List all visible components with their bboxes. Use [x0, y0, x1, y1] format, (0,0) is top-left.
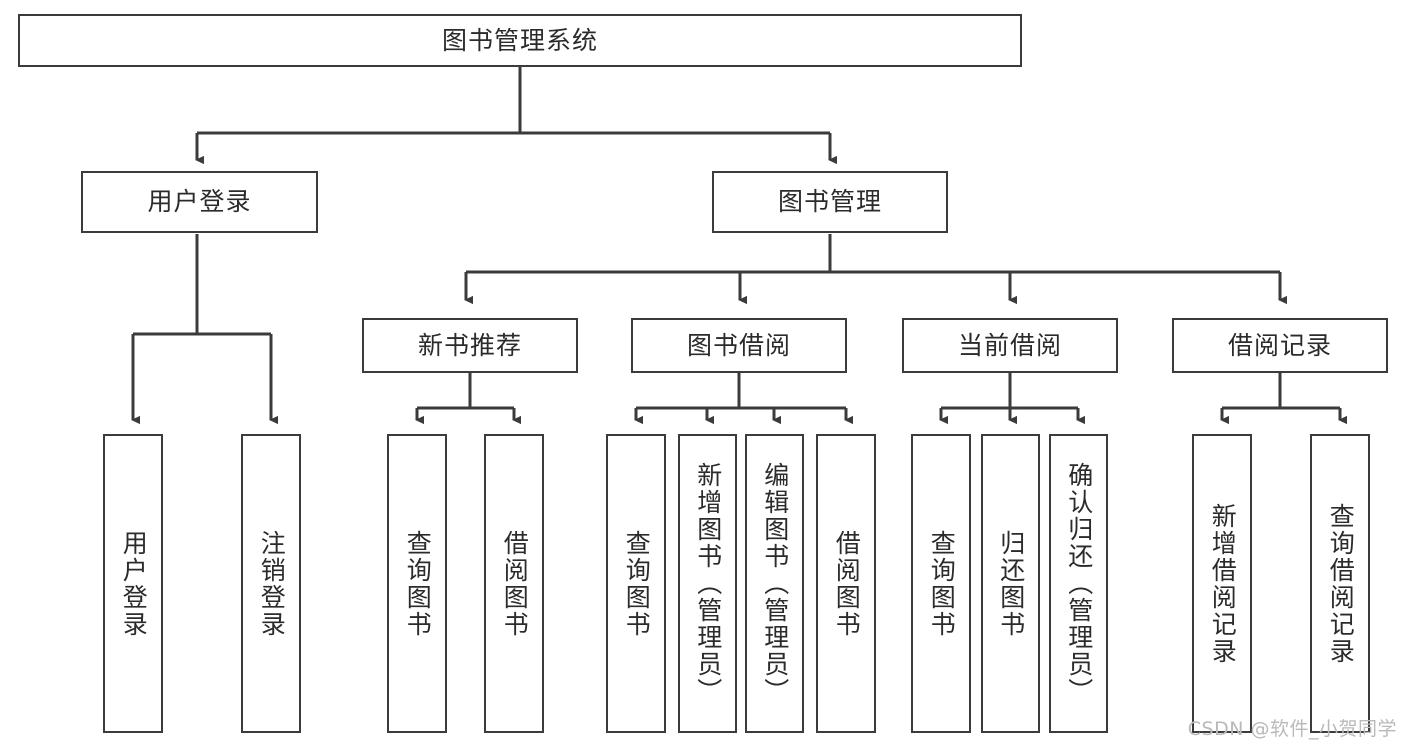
node-label: 查询图书: [927, 529, 957, 638]
node-label: 借阅图书: [832, 529, 862, 638]
node-leaf-confirm-return[interactable]: 确认归还（管理员）: [1049, 434, 1108, 733]
node-book-manage[interactable]: 图书管理: [712, 171, 948, 233]
node-label: 用户登录: [119, 529, 149, 638]
node-leaf-return-book[interactable]: 归还图书: [981, 434, 1040, 733]
node-borrow-record[interactable]: 借阅记录: [1172, 318, 1388, 373]
node-label: 新增图书（管理员）: [693, 462, 723, 705]
node-leaf-borrow-book-2[interactable]: 借阅图书: [816, 434, 876, 733]
node-label: 图书借阅: [686, 330, 791, 360]
node-new-book-recommend[interactable]: 新书推荐: [362, 318, 578, 373]
node-label: 新书推荐: [417, 330, 522, 360]
node-label: 查询图书: [622, 529, 652, 638]
node-leaf-query-book-1[interactable]: 查询图书: [387, 434, 447, 733]
node-leaf-edit-book[interactable]: 编辑图书（管理员）: [745, 434, 804, 733]
node-label: 编辑图书（管理员）: [760, 462, 790, 705]
node-label: 用户登录: [147, 187, 252, 217]
node-label: 借阅记录: [1227, 330, 1332, 360]
node-leaf-query-book-2[interactable]: 查询图书: [606, 434, 666, 733]
node-label: 确认归还（管理员）: [1064, 462, 1094, 705]
node-label: 当前借阅: [957, 330, 1062, 360]
node-label: 新增借阅记录: [1208, 502, 1238, 665]
node-label: 查询图书: [403, 529, 433, 638]
node-leaf-add-record[interactable]: 新增借阅记录: [1192, 434, 1252, 733]
node-label: 注销登录: [257, 529, 287, 638]
node-label: 借阅图书: [500, 529, 530, 638]
node-leaf-borrow-book-1[interactable]: 借阅图书: [484, 434, 544, 733]
node-label: 图书管理系统: [441, 25, 598, 55]
node-leaf-add-book[interactable]: 新增图书（管理员）: [678, 434, 737, 733]
watermark-text: CSDN @软件_小贺同学: [1187, 718, 1397, 740]
node-label: 图书管理: [777, 187, 882, 217]
node-leaf-query-record[interactable]: 查询借阅记录: [1310, 434, 1370, 733]
node-root-system[interactable]: 图书管理系统: [18, 14, 1022, 67]
node-user-login[interactable]: 用户登录: [81, 171, 318, 233]
node-leaf-user-login[interactable]: 用户登录: [103, 434, 163, 733]
node-label: 查询借阅记录: [1326, 502, 1356, 665]
node-leaf-user-logout[interactable]: 注销登录: [241, 434, 301, 733]
node-current-borrow[interactable]: 当前借阅: [902, 318, 1118, 373]
node-label: 归还图书: [996, 529, 1026, 638]
node-leaf-query-book-3[interactable]: 查询图书: [911, 434, 971, 733]
node-book-borrow[interactable]: 图书借阅: [631, 318, 847, 373]
